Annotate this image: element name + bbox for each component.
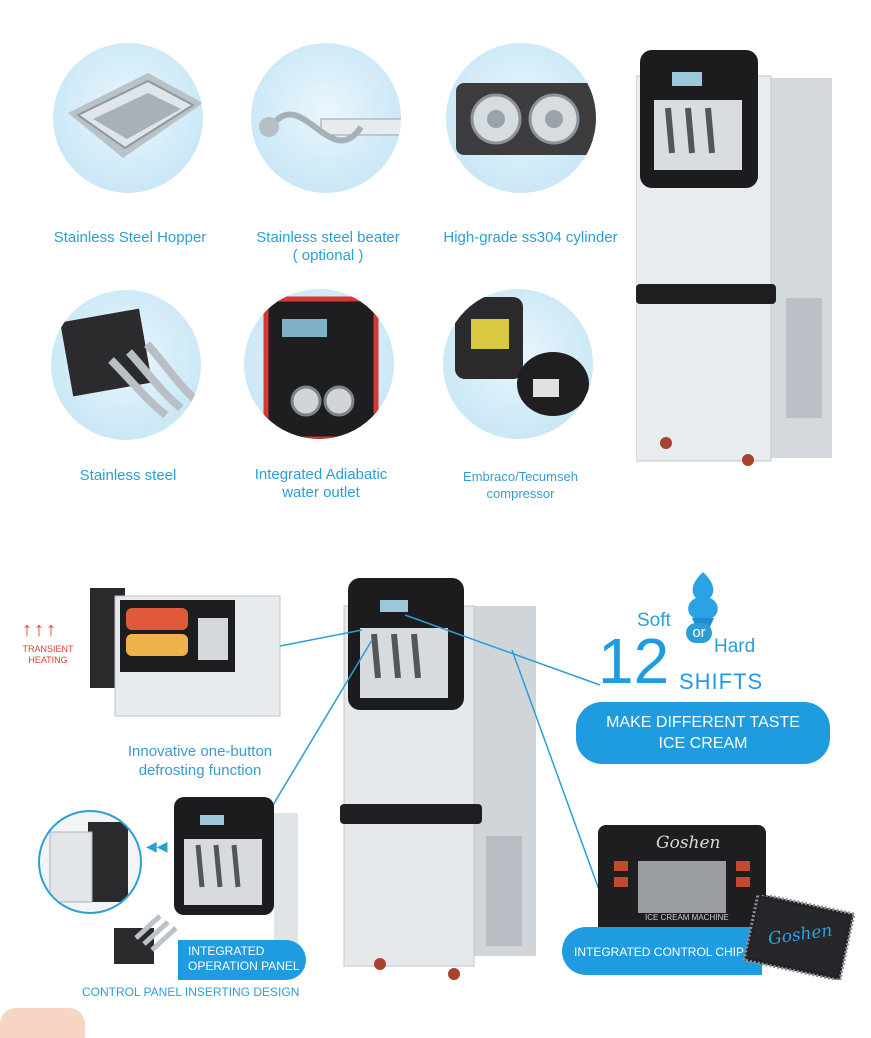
heating-label-2: HEATING bbox=[28, 655, 68, 665]
soft-label: Soft bbox=[637, 610, 671, 631]
insert-closeup bbox=[38, 810, 142, 914]
operation-panel-machine bbox=[170, 793, 300, 943]
defrost-label-1: Innovative one-button bbox=[127, 743, 273, 760]
op-panel-line-1: INTEGRATED bbox=[188, 944, 265, 958]
op-panel-line-2: OPERATION PANEL bbox=[188, 959, 300, 973]
defrost-label-2: defrosting function bbox=[138, 762, 262, 779]
caption-beater: Stainless steel beater bbox=[256, 229, 400, 246]
caption-outlet-sub: water outlet bbox=[282, 484, 360, 501]
heating-closeup bbox=[90, 578, 285, 718]
heating-arrows-icon: ↑↑↑ bbox=[22, 619, 58, 641]
shifts-label: SHIFTS bbox=[679, 669, 764, 694]
insert-design-label: CONTROL PANEL INSERTING DESIGN bbox=[82, 985, 300, 999]
hard-label: Hard bbox=[714, 636, 756, 657]
caption-stainless: Stainless steel bbox=[79, 467, 177, 484]
hopper-image bbox=[53, 43, 203, 193]
outlet-image bbox=[244, 289, 394, 439]
control-chip bbox=[740, 895, 858, 980]
caption-hopper: Stainless Steel Hopper bbox=[53, 229, 207, 246]
caption-beater-sub: ( optional ) bbox=[292, 247, 364, 264]
caption-compressor: Embraco/Tecumseh bbox=[463, 469, 578, 484]
chip-label: INTEGRATED CONTROL CHIP bbox=[562, 927, 762, 975]
beater-image bbox=[251, 43, 401, 193]
handle-piece bbox=[110, 908, 180, 978]
heating-label-1: TRANSIENT bbox=[22, 644, 74, 654]
control-panel-board bbox=[598, 825, 768, 945]
caption-compressor-sub: compressor bbox=[486, 486, 555, 501]
ice-cream-machine-main bbox=[636, 48, 841, 478]
handles-image bbox=[51, 290, 201, 440]
or-badge: or bbox=[686, 623, 712, 643]
panel-title: ICE CREAM MACHINE bbox=[645, 913, 729, 922]
pill-line-1: MAKE DIFFERENT TASTE bbox=[606, 714, 800, 731]
ice-cream-machine-center bbox=[336, 576, 546, 981]
insert-arrows-icon: ◀◀ bbox=[146, 838, 168, 854]
caption-outlet: Integrated Adiabatic bbox=[254, 466, 388, 483]
pill-line-2: ICE CREAM bbox=[658, 735, 748, 752]
caption-cylinder: High-grade ss304 cylinder bbox=[443, 229, 618, 246]
shifts-number: 12 bbox=[598, 625, 670, 697]
panel-brand: Goshen bbox=[656, 833, 721, 853]
corner-decoration bbox=[0, 1008, 85, 1038]
cylinder-image bbox=[446, 43, 596, 193]
compressor-image bbox=[443, 289, 593, 439]
